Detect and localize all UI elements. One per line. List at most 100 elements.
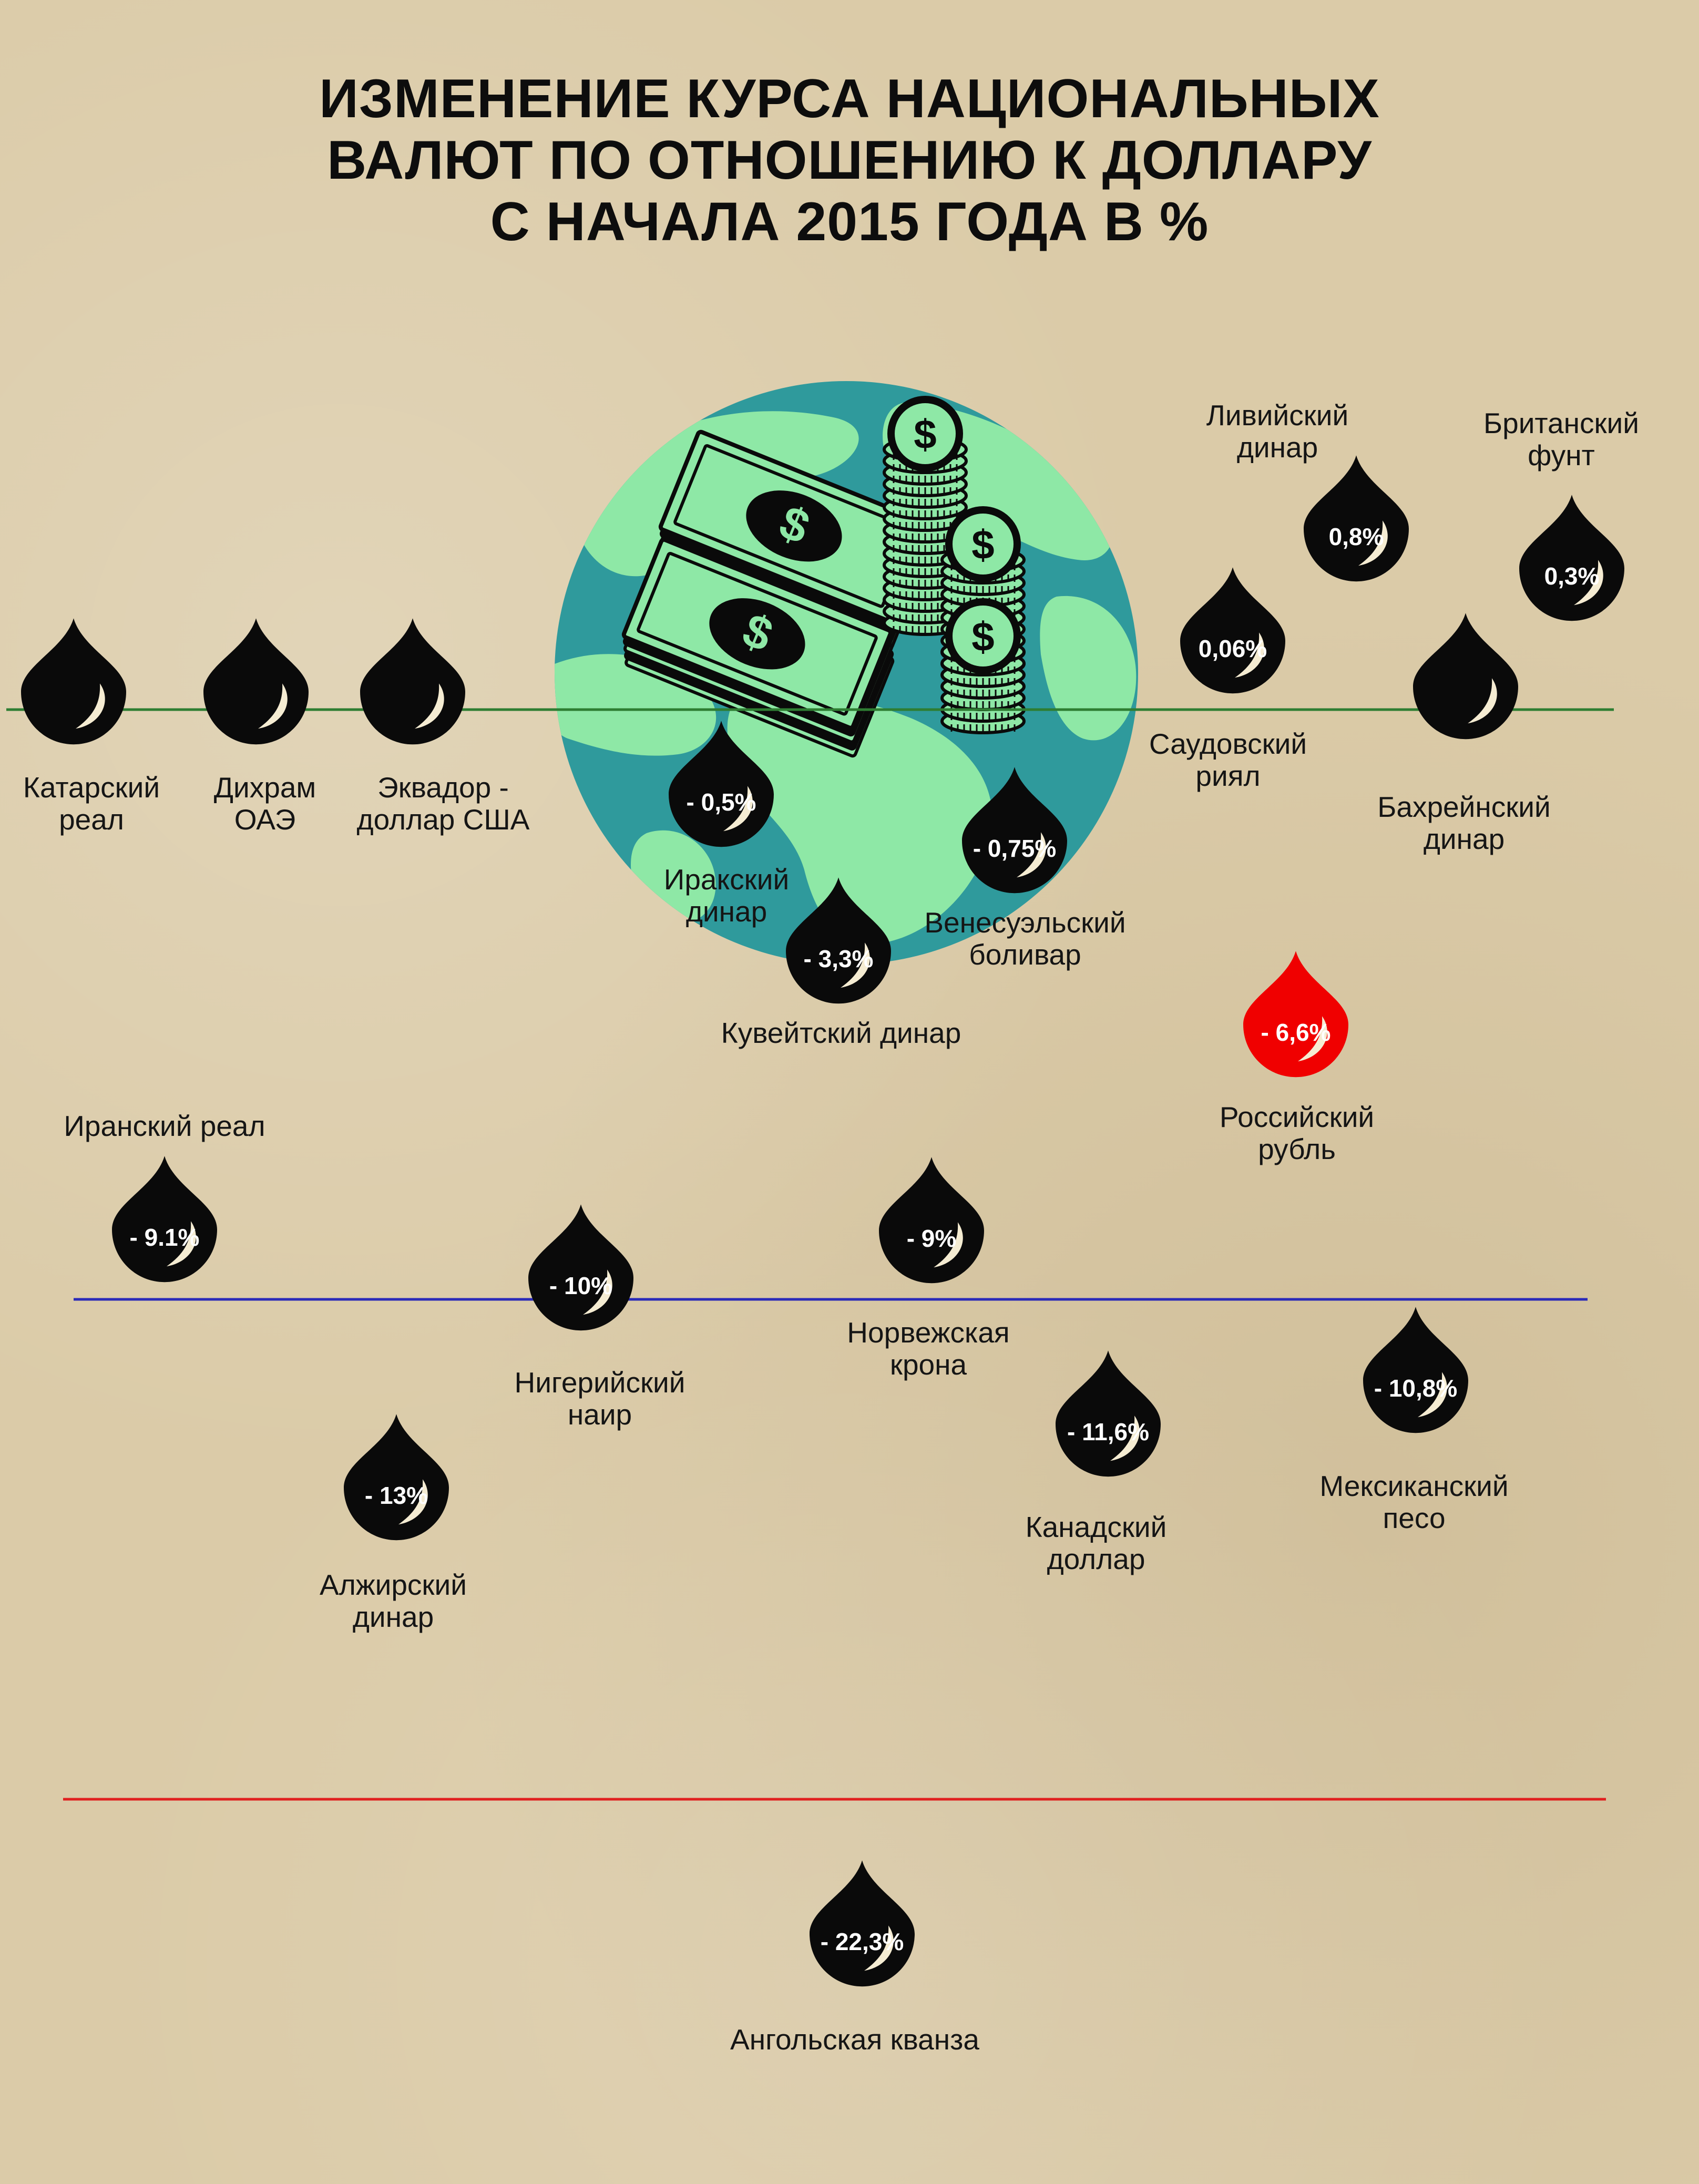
drop-алжирский-динар: - 13% — [344, 1414, 449, 1541]
oil-drop-marker — [669, 721, 774, 847]
drop-британский-фунт: 0,3% — [1519, 495, 1624, 621]
oil-drop-marker — [203, 618, 309, 745]
currency-label-line: Мексиканский — [1319, 1470, 1509, 1502]
currency-label-кувейтский-динар: Кувейтский динар — [704, 1017, 978, 1049]
currency-label-line: Кувейтский динар — [721, 1017, 961, 1049]
currency-label-line: Венесуэльский — [924, 906, 1126, 939]
drop-highlight — [1298, 1016, 1327, 1062]
oil-drop-marker — [1519, 495, 1624, 621]
value-label: - 11,6% — [1067, 1418, 1149, 1445]
drop-мексиканский-песо: - 10,8% — [1363, 1307, 1468, 1433]
currency-label-ангольская-кванза: Ангольская кванза — [718, 2024, 991, 2056]
drop-highlight — [841, 942, 870, 988]
currency-label-line: Британский — [1483, 407, 1639, 439]
drop-highlight — [76, 683, 105, 729]
drop-highlight — [934, 1222, 963, 1268]
currency-label-line: ОАЭ — [234, 803, 296, 836]
oil-drop-marker — [360, 618, 465, 745]
drop-канадский-доллар: - 11,6% — [1056, 1350, 1161, 1477]
oil-drop-marker — [21, 618, 127, 745]
drop-highlight — [1110, 1416, 1140, 1461]
drop-иракский-динар: - 0,5% — [669, 721, 774, 847]
currency-label-line: Эквадор - — [377, 771, 509, 804]
oil-drop-marker — [112, 1156, 217, 1283]
currency-label-line: доллар США — [356, 803, 530, 836]
currency-label-line: фунт — [1528, 439, 1595, 471]
currency-label-line: Дихрам — [213, 771, 316, 804]
drop-highlight — [258, 683, 288, 729]
currency-label-line: риял — [1195, 760, 1261, 792]
value-label: - 10% — [549, 1272, 612, 1299]
currency-label-line: Иракский — [663, 863, 790, 896]
dollar-icon: $ — [914, 411, 936, 457]
drop-саудовский-риял: 0,06% — [1180, 567, 1285, 694]
drop-highlight — [1574, 560, 1603, 606]
oil-drop-marker — [1056, 1350, 1161, 1477]
value-label: - 0,75% — [973, 835, 1057, 862]
oil-drop-marker — [528, 1204, 633, 1331]
drop-highlight — [723, 786, 753, 832]
value-label: 0,8% — [1329, 523, 1384, 550]
currency-label-line: рубль — [1258, 1133, 1336, 1165]
currency-label-line: Российский — [1219, 1101, 1375, 1133]
drop-дихрам-оаэ — [203, 618, 309, 745]
value-label: 0,3% — [1544, 562, 1600, 590]
currency-label-line: Ливийский — [1206, 399, 1349, 432]
drop-highlight — [1418, 1372, 1447, 1418]
dollar-icon: $ — [971, 521, 994, 568]
value-label: - 0,5% — [687, 788, 756, 816]
drop-кувейтский-динар: - 3,3% — [785, 877, 891, 1004]
oil-drop-marker — [1413, 613, 1518, 740]
currency-label-line: Саудовский — [1149, 727, 1307, 760]
banknote-icon: $ — [658, 429, 932, 650]
currency-label-line: Бахрейнский — [1377, 791, 1551, 823]
value-label: - 10,8% — [1374, 1375, 1458, 1402]
oil-drop-marker — [344, 1414, 449, 1541]
oil-drop-marker — [962, 767, 1067, 894]
drop-highlight — [415, 683, 444, 729]
drop-highlight — [1235, 632, 1264, 678]
oil-drop-marker — [1363, 1307, 1468, 1433]
currency-label-line: Норвежская — [847, 1316, 1010, 1349]
currency-label-иранский-реал: Иранский реал — [28, 1110, 301, 1142]
drop-иранский-реал: - 9.1% — [112, 1156, 217, 1283]
drop-highlight — [864, 1925, 894, 1971]
value-label: - 6,6% — [1261, 1019, 1331, 1046]
value-label: 0,06% — [1199, 635, 1267, 662]
drop-венесуэльский-боливар: - 0,75% — [962, 767, 1067, 894]
currency-label-line: Ангольская кванза — [730, 2023, 979, 2056]
drop-highlight — [398, 1479, 428, 1525]
drop-ангольская-кванза: - 22,3% — [810, 1860, 915, 1987]
currency-label-line: песо — [1383, 1502, 1446, 1534]
drop-катарский-реал — [21, 618, 127, 745]
oil-drop-marker — [1243, 951, 1348, 1078]
value-label: - 13% — [365, 1482, 428, 1509]
value-label: - 22,3% — [821, 1928, 904, 1955]
oil-drop-marker — [1180, 567, 1285, 694]
money-stack: $$$$$ — [621, 396, 1026, 758]
dollar-coin-stack-icon: $ — [940, 598, 1026, 734]
currency-label-line: Иранский реал — [64, 1110, 265, 1142]
drop-highlight — [583, 1269, 612, 1315]
value-label: - 9% — [907, 1225, 957, 1252]
currency-label-line: Катарский — [23, 771, 160, 804]
chart-title: ИЗМЕНЕНИЕ КУРСА НАЦИОНАЛЬНЫХ ВАЛЮТ ПО ОТ… — [0, 68, 1699, 253]
oil-drop-marker — [1304, 455, 1409, 582]
currency-label-line: реал — [59, 803, 124, 836]
currency-label-эквадор-доллар-сша: Эквадор -доллар США — [306, 772, 580, 836]
currency-label-line: доллар — [1047, 1543, 1145, 1575]
drop-бахрейнский-динар — [1413, 613, 1518, 740]
dollar-icon: $ — [971, 613, 994, 660]
